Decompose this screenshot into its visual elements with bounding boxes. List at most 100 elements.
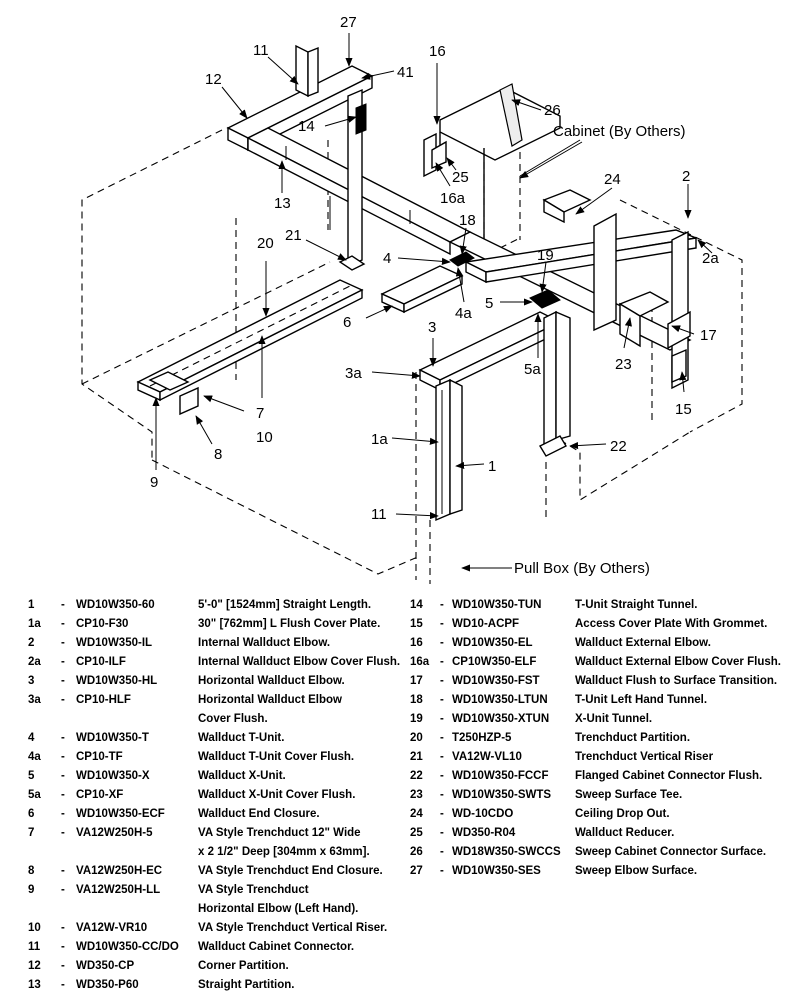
legend-item-dash: - [440, 656, 444, 668]
legend-item-dash: - [440, 827, 444, 839]
legend-item-dash: - [61, 618, 65, 630]
legend-item-dash: - [61, 770, 65, 782]
legend-item-description: Wallduct End Closure. [198, 808, 320, 820]
legend-item-number: 8 [28, 865, 35, 877]
callout-22: 22 [610, 438, 627, 455]
legend-item-number: 11 [28, 941, 41, 953]
legend-item-part-code: VA12W250H-EC [76, 865, 163, 877]
legend-item-dash: - [440, 618, 444, 630]
legend-item-description: Horizontal Wallduct Elbow. [198, 675, 345, 687]
legend-item-dash: - [61, 922, 65, 934]
legend-item-dash: - [440, 865, 444, 877]
callout-27: 27 [340, 14, 357, 31]
legend-item-dash: - [61, 751, 65, 763]
legend-item-dash: - [440, 846, 444, 858]
legend-item-dash: - [61, 732, 65, 744]
legend-item-part-code: WD10W350-EL [452, 637, 533, 649]
callout-2: 2 [682, 168, 690, 185]
legend-item-description: Wallduct X-Unit Cover Flush. [198, 789, 356, 801]
callout-10: 10 [256, 429, 273, 446]
legend-item-description: Horizontal Wallduct Elbow [198, 694, 342, 706]
legend-item-dash: - [440, 789, 444, 801]
legend-item-part-code: CP10-ILF [76, 656, 126, 668]
cabinet-label: Cabinet (By Others) [553, 123, 686, 140]
legend-item-part-code: WD10W350-TUN [452, 599, 542, 611]
legend-item-description: Sweep Cabinet Connector Surface. [575, 846, 767, 858]
legend-item-number: 25 [410, 827, 423, 839]
legend-item-part-code: CP10-XF [76, 789, 124, 801]
legend-item-description: Horizontal Elbow (Left Hand). [198, 903, 359, 915]
right-side-units [542, 189, 691, 390]
legend-item-part-code: WD350-R04 [452, 827, 516, 839]
legend-item-dash: - [61, 960, 65, 972]
legend-item-description: Wallduct T-Unit. [198, 732, 285, 744]
legend-item-description: 5'-0" [1524mm] Straight Length. [198, 599, 372, 611]
legend-item-number: 2a [28, 656, 41, 668]
legend-item-dash: - [61, 637, 65, 649]
callout-5a: 5a [524, 361, 541, 378]
legend-item-number: 16 [410, 637, 423, 649]
legend-item-part-code: WD10W350-ECF [76, 808, 165, 820]
t-unit [380, 251, 475, 314]
legend-item-part-code: WD10W350-FCCF [452, 770, 549, 782]
legend-item-description: x 2 1/2" Deep [304mm x 63mm]. [198, 846, 370, 858]
legend-item-description: X-Unit Tunnel. [575, 713, 653, 725]
legend-item-dash: - [61, 656, 65, 668]
legend-item-part-code: WD10W350-LTUN [452, 694, 548, 706]
callout-23: 23 [615, 356, 632, 373]
legend-item-dash: - [61, 979, 65, 991]
legend-item-part-code: WD-10CDO [452, 808, 514, 820]
callout-2a: 2a [702, 250, 719, 267]
legend-item-part-code: CP10-F30 [76, 618, 129, 630]
legend-item-number: 4a [28, 751, 41, 763]
legend-item-dash: - [61, 808, 65, 820]
legend-item-number: 16a [410, 656, 430, 668]
leader-lines [152, 33, 713, 572]
legend-item-description: Wallduct External Elbow. [575, 637, 711, 649]
legend-item-part-code: WD10W350-T [76, 732, 149, 744]
callout-20: 20 [257, 235, 274, 252]
legend-item-number: 5 [28, 770, 35, 782]
legend-item-description: Cover Flush. [198, 713, 268, 725]
callout-4: 4 [383, 250, 391, 267]
callout-12: 12 [205, 71, 222, 88]
legend-item-part-code: CP10-TF [76, 751, 123, 763]
legend-item-number: 27 [410, 865, 423, 877]
legend-item-dash: - [440, 713, 444, 725]
legend-item-number: 13 [28, 979, 41, 991]
callout-18: 18 [459, 212, 476, 229]
legend-item-description: Wallduct T-Unit Cover Flush. [198, 751, 355, 763]
vertical-riser-x [539, 310, 571, 457]
legend-item-number: 1 [28, 599, 35, 611]
vertical-riser-front [435, 378, 463, 522]
legend-item-part-code: WD10W350-FST [452, 675, 540, 687]
legend-item-part-code: VA12W-VL10 [452, 751, 522, 763]
legend-item-part-code: CP10-HLF [76, 694, 131, 706]
legend-item-part-code: WD10W350-XTUN [452, 713, 550, 725]
legend-item-description: Sweep Surface Tee. [575, 789, 683, 801]
legend-item-number: 7 [28, 827, 35, 839]
legend-item-description: Sweep Elbow Surface. [575, 865, 698, 877]
legend-item-description: Wallduct X-Unit. [198, 770, 286, 782]
callout-6: 6 [343, 314, 351, 331]
legend-item-number: 20 [410, 732, 423, 744]
legend-item-part-code: WD10-ACPF [452, 618, 520, 630]
legend-item-dash: - [61, 675, 65, 687]
callout-15: 15 [675, 401, 692, 418]
room-outline [81, 129, 743, 584]
trenchduct [136, 255, 366, 416]
callout-41: 41 [397, 64, 414, 81]
callout-13: 13 [274, 195, 291, 212]
legend-item-dash: - [440, 694, 444, 706]
legend-item-description: T-Unit Left Hand Tunnel. [575, 694, 708, 706]
legend-item-description: VA Style Trenchduct 12" Wide [198, 827, 361, 839]
pull-box-label: Pull Box (By Others) [514, 560, 650, 577]
legend-item-number: 1a [28, 618, 41, 630]
legend-item-part-code: WD10W350-CC/DO [76, 941, 179, 953]
callout-16a: 16a [440, 190, 466, 207]
legend-item-number: 15 [410, 618, 423, 630]
legend-item-number: 10 [28, 922, 41, 934]
legend-item-number: 24 [410, 808, 423, 820]
legend-item-number: 22 [410, 770, 423, 782]
callout-19: 19 [537, 247, 554, 264]
